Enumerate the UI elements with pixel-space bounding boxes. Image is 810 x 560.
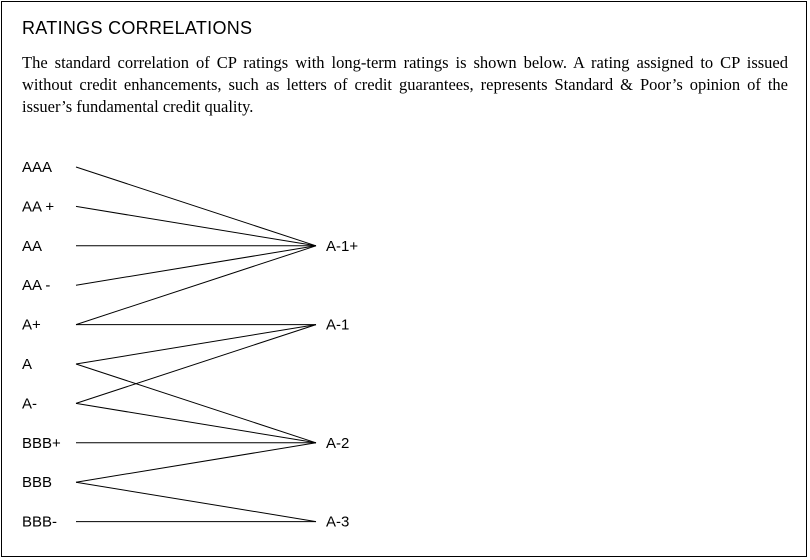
long-term-rating-aplus: A+: [22, 317, 41, 334]
long-term-rating-aaminus: AA -: [22, 277, 50, 294]
link-bbb-to-aminus2: [75, 442, 317, 483]
link-bbb-to-aminus3: [75, 481, 317, 523]
long-term-rating-aaa: AAA: [22, 159, 52, 176]
link-aplus-to-aminus1plus: [75, 245, 317, 326]
cp-rating-aminus3: A-3: [326, 514, 349, 531]
long-term-rating-aminus: A-: [22, 395, 37, 412]
long-term-rating-aaplus: AA +: [22, 198, 54, 215]
link-a-to-aminus1: [75, 324, 317, 365]
long-term-rating-bbb: BBB: [22, 474, 52, 491]
long-term-rating-bbbminus: BBB-: [22, 514, 57, 531]
figure-heading: RATINGS CORRELATIONS: [22, 18, 253, 38]
link-a-to-aminus2: [75, 363, 317, 444]
long-term-rating-a: A: [22, 356, 32, 373]
link-aaminus-to-aminus1plus: [75, 245, 317, 286]
cp-rating-aminus1plus: A-1+: [326, 238, 358, 255]
cp-rating-aminus2: A-2: [326, 435, 349, 452]
cp-rating-aminus1: A-1: [326, 317, 349, 334]
link-aminus-to-aminus2: [75, 402, 317, 444]
long-term-rating-bbbplus: BBB+: [22, 435, 61, 452]
link-aaa-to-aminus1plus: [75, 166, 317, 247]
long-term-rating-aa: AA: [22, 238, 42, 255]
link-aminus-to-aminus1: [75, 324, 317, 404]
link-aaplus-to-aminus1plus: [75, 205, 317, 247]
intro-paragraph: The standard correlation of CP ratings w…: [22, 53, 788, 116]
